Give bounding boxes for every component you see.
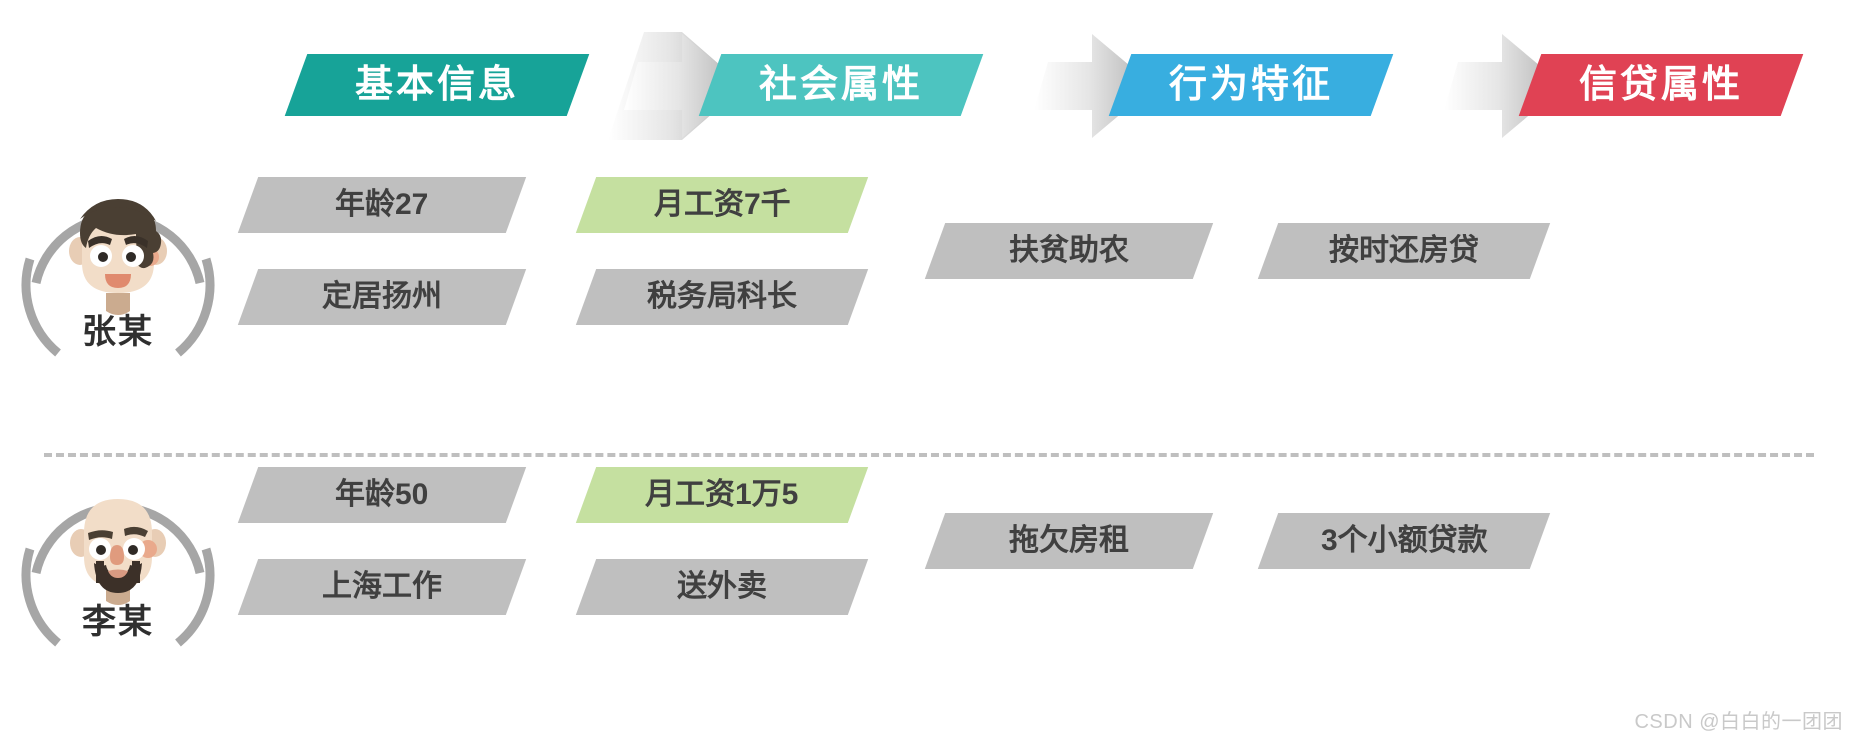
stage-banner-label: 信贷属性 (1578, 64, 1743, 106)
tag-label: 送外卖 (677, 570, 767, 603)
stage-banner-basic-info[interactable]: 基本信息 (284, 54, 590, 116)
stage-banner-label: 社会属性 (758, 64, 923, 106)
male-curly-hair-avatar-icon (58, 189, 178, 324)
tag-label: 月工资7千 (653, 188, 791, 221)
tag-basic-1[interactable]: 定居扬州 (237, 269, 527, 325)
tag-basic-1[interactable]: 上海工作 (237, 559, 527, 615)
tag-label: 税务局科长 (647, 280, 797, 313)
tag-basic-0[interactable]: 年龄27 (237, 177, 527, 233)
tag-credit-0[interactable]: 按时还房贷 (1257, 223, 1551, 279)
tag-social-0-highlight[interactable]: 月工资1万5 (575, 467, 869, 523)
tag-label: 3个小额贷款 (1320, 524, 1488, 557)
tag-label: 年龄27 (335, 188, 429, 221)
arrow-separator-icon (1018, 32, 1154, 140)
watermark: CSDN @白白的一团团 (1634, 711, 1843, 733)
tag-behavior-0[interactable]: 拖欠房租 (924, 513, 1214, 569)
tag-credit-0[interactable]: 3个小额贷款 (1257, 513, 1551, 569)
avatar: 李某 (18, 455, 218, 670)
tag-label: 上海工作 (322, 570, 442, 603)
stage-banner-behavior-features[interactable]: 行为特征 (1108, 54, 1394, 116)
tag-label: 扶贫助农 (1009, 234, 1129, 267)
tag-label: 定居扬州 (322, 280, 442, 313)
stage-banner-label: 基本信息 (354, 64, 519, 106)
person-name: 李某 (82, 603, 154, 641)
stage-banner-label: 行为特征 (1168, 64, 1333, 106)
tag-label: 月工资1万5 (645, 478, 799, 511)
arrow-separator-icon (1428, 32, 1564, 140)
section-divider (44, 453, 1814, 457)
tag-social-0-highlight[interactable]: 月工资7千 (575, 177, 869, 233)
tag-basic-0[interactable]: 年龄50 (237, 467, 527, 523)
person-row: 李某 年龄50 上海工作 月工资1万5 送外卖 拖欠房租 3个小额贷款 (0, 455, 1867, 685)
tag-label: 拖欠房租 (1009, 524, 1129, 557)
person-row: 张某 年龄27 定居扬州 月工资7千 税务局科长 扶贫助农 按时还房贷 (0, 165, 1867, 395)
tag-social-1[interactable]: 税务局科长 (575, 269, 869, 325)
tag-label: 按时还房贷 (1329, 234, 1479, 267)
bald-bearded-avatar-icon (58, 479, 178, 614)
person-name: 张某 (82, 313, 154, 351)
stage-banner-credit-attributes[interactable]: 信贷属性 (1518, 54, 1804, 116)
tag-label: 年龄50 (335, 478, 429, 511)
stage-header-row: 基本信息 社会属性 (0, 24, 1867, 144)
tag-behavior-0[interactable]: 扶贫助农 (924, 223, 1214, 279)
stage-banner-social-attributes[interactable]: 社会属性 (698, 54, 984, 116)
tag-social-1[interactable]: 送外卖 (575, 559, 869, 615)
avatar: 张某 (18, 165, 218, 380)
